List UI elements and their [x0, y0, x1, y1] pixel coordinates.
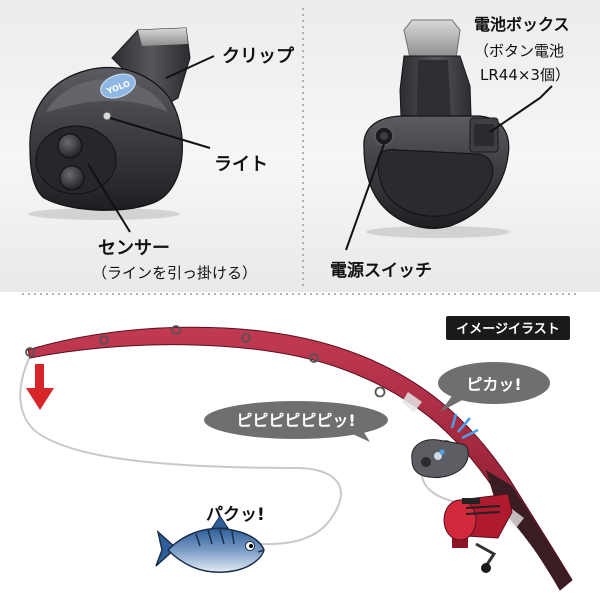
switch-leader-line: [345, 143, 385, 251]
clip-leader-line: [165, 55, 215, 79]
fishing-line: [19, 351, 342, 545]
bite-alarm-front-photo: [28, 27, 191, 220]
label-sensor: センサー: [98, 238, 170, 259]
illustration-tag: イメージイラスト: [456, 322, 559, 337]
label-clip: クリップ: [222, 45, 295, 67]
bite-text: パクッ!: [206, 505, 265, 525]
label-battery-note-2: LR44×3個）: [480, 66, 570, 84]
label-battery-box: 電池ボックス: [474, 15, 570, 34]
beep-bubble: [204, 401, 388, 442]
bite-alarm-back-photo: [363, 19, 510, 238]
label-battery-note-1: （ボタン電池: [474, 42, 564, 60]
fish-illustration: [155, 515, 265, 573]
label-power-switch: 電源スイッチ: [330, 260, 432, 281]
sensor-leader-line: [87, 163, 131, 233]
illustration-tag-bg: [446, 316, 570, 340]
spinning-reel: [443, 493, 513, 573]
bite-alarm-on-rod: [411, 413, 479, 479]
line-pull-arrow: [26, 364, 54, 410]
flash-bubble: [438, 362, 550, 412]
battery-leader-line: [489, 85, 553, 133]
label-sensor-note: （ラインを引っ掛ける）: [92, 264, 257, 282]
bubble-flash-text: ピカッ!: [466, 375, 521, 394]
bubble-beep-text: ピピピピピピッ!: [236, 411, 355, 430]
label-light: ライト: [214, 154, 268, 175]
light-leader-line: [109, 117, 211, 149]
